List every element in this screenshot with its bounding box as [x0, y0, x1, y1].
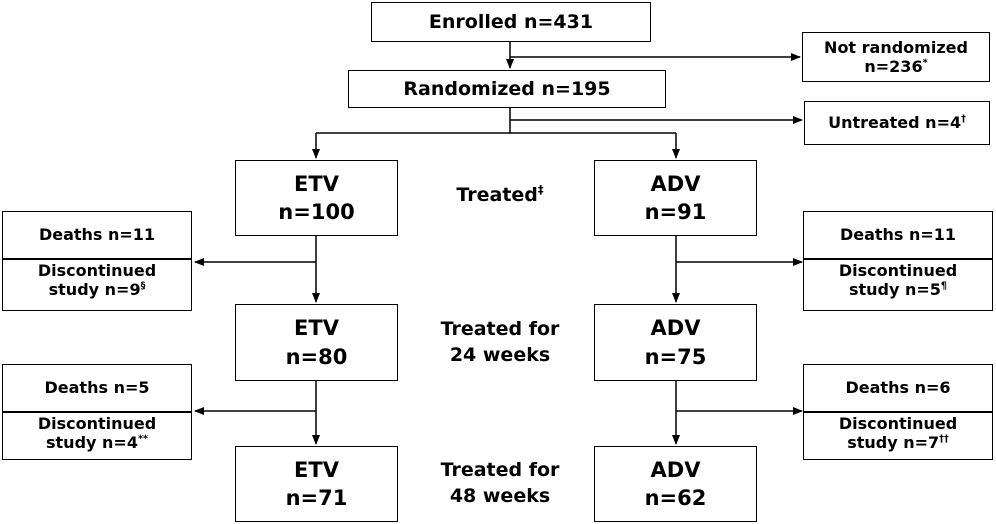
- adv-exit1-disc-line1: Discontinued: [838, 261, 958, 280]
- treated-24-line1: Treated for: [440, 318, 560, 340]
- etv-exit-box-1: Deaths n=11 Discontinued study n=9§: [2, 211, 192, 311]
- adv-stage3-name: ADV: [650, 457, 701, 482]
- etv-stage1-name: ETV: [294, 171, 339, 196]
- treated-24-line2: 24 weeks: [449, 343, 551, 366]
- treated-48-label: Treated for 48 weeks: [410, 458, 590, 509]
- etv-box-stage1: ETV n=100: [235, 160, 398, 236]
- etv-exit1-note: §: [140, 280, 146, 292]
- etv-stage1-n: n=100: [278, 200, 355, 224]
- treated-text: Treated: [456, 184, 538, 206]
- adv-exit-box-2: Deaths n=6 Discontinued study n=7††: [803, 364, 993, 460]
- not-randomized-box: Not randomized n=236*: [802, 32, 990, 82]
- not-randomized-line1: Not randomized: [824, 37, 968, 57]
- adv-box-stage3: ADV n=62: [594, 446, 757, 522]
- untreated-note: †: [961, 114, 966, 126]
- adv-stage3-n: n=62: [644, 486, 707, 510]
- treated-48-line2: 48 weeks: [449, 484, 551, 507]
- not-randomized-note: *: [922, 57, 928, 69]
- adv-exit2-note: ††: [939, 433, 949, 445]
- etv-stage3-n: n=71: [285, 486, 348, 510]
- adv-stage2-name: ADV: [650, 316, 701, 341]
- treated-label: Treated‡: [420, 183, 580, 209]
- untreated-box: Untreated n=4†: [804, 101, 990, 145]
- etv-stage2-n: n=80: [285, 344, 348, 369]
- etv-exit2-deaths: Deaths n=5: [3, 365, 191, 413]
- adv-exit1-note: ¶: [940, 280, 948, 292]
- etv-exit1-disc-line1: Discontinued: [37, 261, 157, 280]
- adv-exit1-deaths: Deaths n=11: [804, 212, 992, 260]
- etv-exit2-disc-line1: Discontinued: [37, 414, 157, 433]
- not-randomized-line2: n=236: [864, 57, 923, 76]
- etv-exit1-disc-line2: study n=9: [48, 280, 141, 300]
- adv-box-stage1: ADV n=91: [594, 160, 757, 236]
- etv-exit1-deaths: Deaths n=11: [3, 212, 191, 260]
- treated-48-line1: Treated for: [440, 459, 560, 481]
- treated-note: ‡: [537, 182, 544, 197]
- adv-exit2-deaths: Deaths n=6: [804, 365, 992, 413]
- adv-exit2-disc-line2: study n=7: [847, 433, 940, 453]
- adv-exit1-disc-line2: study n=5: [848, 280, 941, 300]
- etv-stage3-name: ETV: [294, 457, 339, 482]
- adv-stage2-n: n=75: [644, 344, 707, 369]
- etv-box-stage2: ETV n=80: [235, 304, 398, 381]
- adv-stage1-name: ADV: [650, 171, 701, 196]
- adv-exit-box-1: Deaths n=11 Discontinued study n=5¶: [803, 211, 993, 311]
- adv-box-stage2: ADV n=75: [594, 304, 757, 381]
- etv-exit2-note: **: [137, 433, 148, 445]
- treated-24-label: Treated for 24 weeks: [410, 317, 590, 368]
- untreated-text: Untreated n=4: [828, 113, 962, 133]
- etv-exit-box-2: Deaths n=5 Discontinued study n=4**: [2, 364, 192, 460]
- randomized-box: Randomized n=195: [348, 70, 666, 108]
- enrolled-box: Enrolled n=431: [371, 2, 651, 42]
- etv-stage2-name: ETV: [294, 316, 339, 341]
- etv-box-stage3: ETV n=71: [235, 446, 398, 522]
- randomized-text: Randomized n=195: [403, 77, 611, 100]
- etv-exit2-disc-line2: study n=4: [46, 433, 138, 453]
- adv-exit2-disc-line1: Discontinued: [838, 414, 958, 433]
- adv-stage1-n: n=91: [644, 200, 707, 224]
- enrolled-text: Enrolled n=431: [428, 10, 594, 33]
